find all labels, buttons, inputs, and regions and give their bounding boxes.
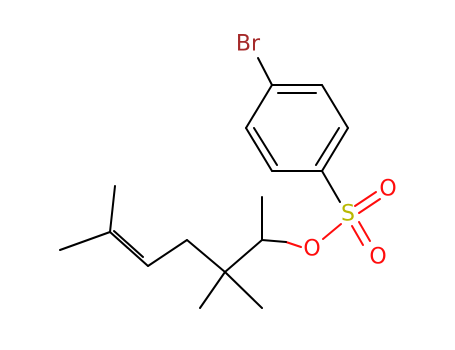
bond-s-o2-b [351, 225, 364, 246]
bond-ring-6 [245, 84, 273, 129]
bond-o3-c2 [285, 241, 302, 248]
bond-ring-3 [321, 127, 349, 172]
bond-s-o1-a [354, 191, 377, 207]
atom-s-label: S [341, 202, 355, 227]
benzene-ring [245, 84, 349, 172]
bond-c3-methyl-a [199, 271, 226, 309]
bond-s-o1-b [358, 198, 381, 214]
bond-c2-c3 [224, 239, 263, 273]
bond-ring-3-inner [315, 127, 340, 166]
bond-ring-5-inner [253, 127, 278, 166]
bond-c5-c6-a [109, 231, 149, 267]
bond-c3-methyl-b [224, 271, 263, 309]
atom-o2-label: O [369, 245, 386, 270]
bond-c4-c5 [147, 239, 188, 267]
bond-o3-c2-b [261, 239, 287, 243]
bond-c3-c4 [186, 239, 226, 273]
bond-c6-methyl-top [109, 185, 116, 233]
atom-o1-label: O [379, 177, 396, 202]
bond-c5-c6-b [113, 230, 144, 258]
bond-c6-methyl-left [59, 231, 111, 251]
atom-br-label: Br [236, 32, 261, 57]
bond-ring-5 [245, 127, 273, 172]
bond-s-o2-a [358, 221, 371, 242]
bond-s-o3 [322, 223, 342, 240]
bond-ring-2 [321, 84, 349, 129]
bond-ring-br [257, 57, 273, 86]
bond-ring-s [321, 170, 341, 203]
atom-o3-label: O [303, 237, 320, 262]
